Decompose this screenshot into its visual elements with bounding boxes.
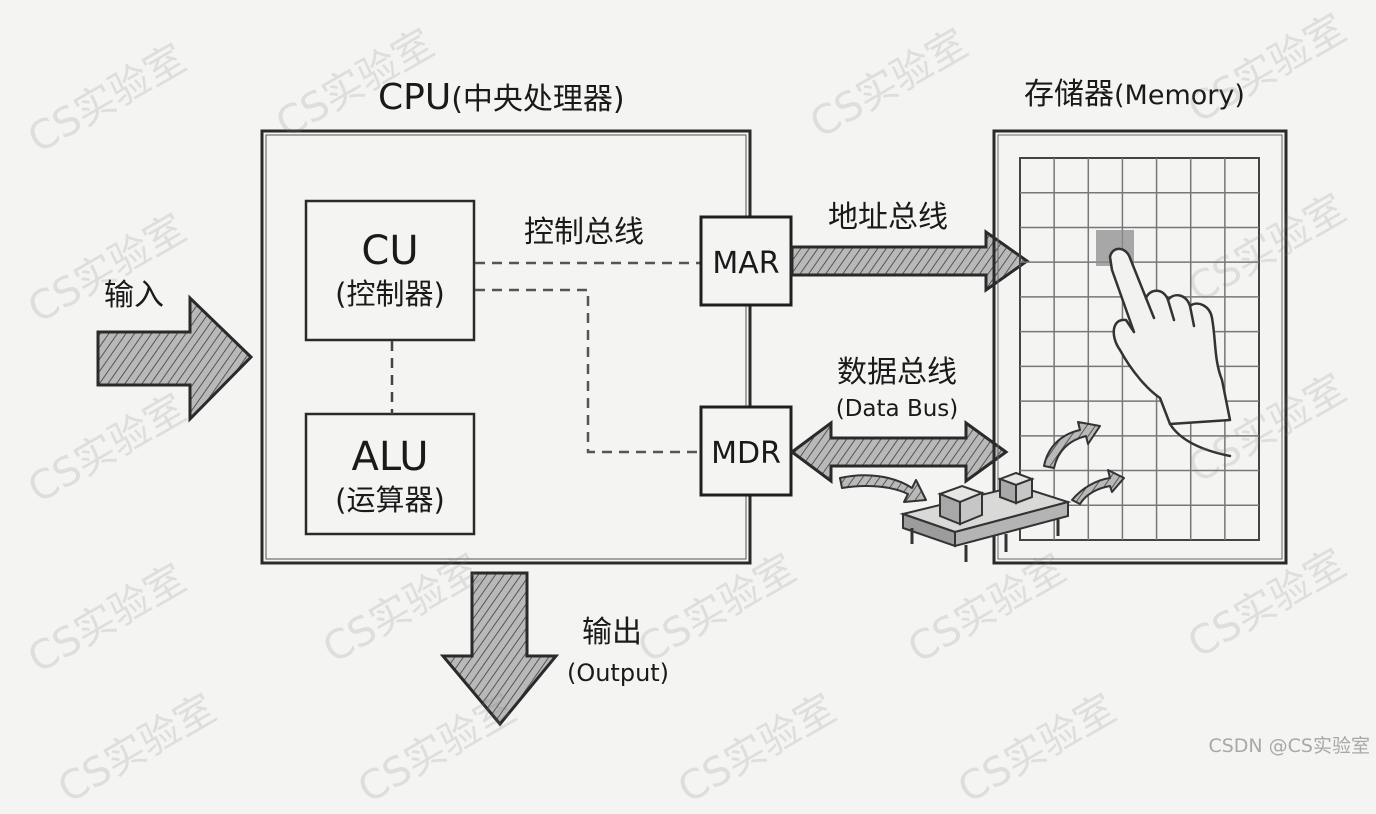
data-bus-arrow (789, 420, 1009, 484)
alu-label: ALU (运算器) (306, 432, 474, 518)
cpu-title-en: CPU (378, 77, 452, 118)
input-arrow (96, 294, 254, 423)
cu-name: CU (361, 228, 419, 274)
cpu-title-cn: (中央处理器) (451, 82, 625, 117)
cpu-title: CPU(中央处理器) (378, 80, 625, 116)
control-bus-label: 控制总线 (524, 215, 644, 250)
output-label: 输出 (582, 615, 642, 650)
output-arrow (439, 571, 560, 727)
address-bus-label: 地址总线 (828, 200, 948, 235)
diagram-canvas: CPU(中央处理器) 存储器(Memory) CU (控制器) ALU (运算器… (21, 6, 1371, 813)
alu-box (304, 412, 476, 536)
cu-label: CU (控制器) (306, 226, 474, 312)
input-label: 输入 (104, 278, 164, 313)
memory-title: 存储器(Memory) (1024, 80, 1245, 110)
control-line-to-mdr (475, 288, 701, 454)
cu-box (304, 199, 476, 342)
box-icon (997, 471, 1035, 505)
data-bus-label-en: (Data Bus) (835, 396, 959, 422)
mdr-label: MDR (711, 436, 781, 471)
memory-title-en: (Memory) (1114, 80, 1245, 111)
address-bus-arrow (790, 229, 1030, 293)
pointing-hand-icon (1108, 247, 1232, 458)
alu-name-cn: (运算器) (335, 483, 445, 517)
conveyor-belt-icon (899, 484, 1072, 562)
output-label-en: (Output) (566, 659, 670, 687)
memory-box (992, 129, 1288, 565)
diagram-graphics (96, 129, 1288, 727)
data-flow-arrow-icon (1071, 469, 1125, 505)
memory-title-cn: 存储器 (1024, 77, 1114, 112)
cu-name-cn: (控制器) (335, 277, 445, 311)
data-flow-arrow-icon (1043, 421, 1101, 469)
data-bus-label: 数据总线 (837, 355, 957, 390)
alu-name: ALU (351, 434, 429, 480)
mdr-box (699, 405, 793, 497)
cpu-box (260, 129, 752, 565)
data-flow-arrow-icon (839, 474, 927, 503)
box-icon (937, 484, 985, 526)
credit-text: CSDN @CS实验室 (1208, 735, 1370, 757)
mar-label: MAR (712, 246, 780, 281)
